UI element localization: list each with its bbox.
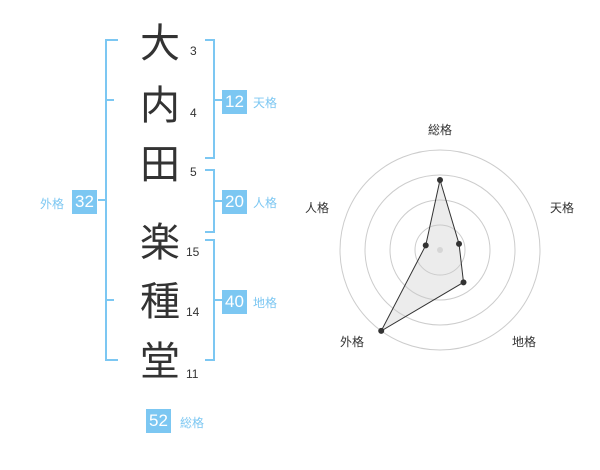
stroke-count-6: 11	[186, 367, 199, 381]
stroke-count-4: 15	[186, 245, 200, 259]
radar-point-3	[460, 279, 467, 286]
chikaku-badge: 40	[222, 290, 247, 314]
tenkaku-bracket	[205, 39, 222, 159]
jinkaku-bracket	[205, 169, 222, 233]
jinkaku-badge: 20	[222, 190, 247, 214]
jinkaku-label: 人格	[253, 196, 278, 210]
radar-ring	[414, 224, 466, 276]
radar-center	[437, 247, 443, 253]
gaikaku-bracket	[98, 39, 118, 361]
stroke-count-1: 3	[190, 44, 197, 58]
radar-ring	[389, 199, 491, 301]
soukaku-badge: 52	[146, 409, 171, 433]
soukaku-label: 総格	[180, 416, 205, 430]
radar-axis-label-3: 地格	[512, 335, 537, 349]
name-char-2: 内	[140, 83, 180, 129]
name-char-1: 大	[140, 21, 180, 67]
name-char-5: 種	[140, 279, 180, 325]
chikaku-bracket	[205, 239, 222, 361]
tenkaku-label: 天格	[253, 96, 278, 110]
radar-series-polygon	[379, 179, 465, 333]
stroke-count-5: 14	[186, 305, 200, 319]
gaikaku-label: 外格	[40, 197, 65, 211]
name-char-4: 楽	[140, 220, 180, 266]
radar-point-4	[378, 327, 385, 334]
radar-axis-label-1: 総格	[428, 123, 453, 137]
radar-point-2	[456, 240, 463, 247]
radar-axis-label-5: 人格	[305, 201, 330, 215]
radar-point-5	[422, 242, 429, 249]
stroke-count-3: 5	[190, 165, 197, 179]
radar-ring	[339, 149, 541, 351]
gaikaku-badge: 32	[72, 190, 97, 214]
name-char-6: 堂	[140, 339, 180, 385]
chikaku-label: 地格	[253, 296, 278, 310]
radar-ring	[364, 174, 516, 326]
radar-point-1	[437, 177, 443, 183]
tenkaku-badge: 12	[222, 90, 247, 114]
stroke-count-2: 4	[190, 106, 197, 120]
radar-axis-label-4: 外格	[340, 335, 365, 349]
radar-axis-label-2: 天格	[550, 201, 575, 215]
name-char-3: 田	[140, 142, 180, 188]
